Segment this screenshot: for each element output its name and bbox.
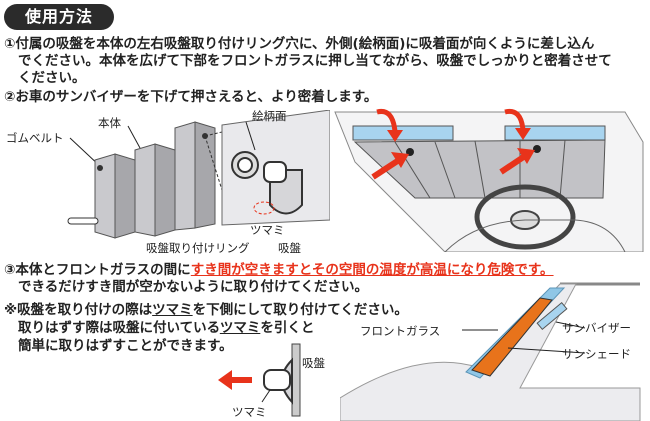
note-line1-c: を下側にして取り付けてください。 — [192, 302, 408, 318]
label-rubber-belt: ゴムベルト — [6, 131, 64, 145]
step1-line3: ください。 — [18, 70, 86, 86]
suction-cup-small-illustration — [218, 343, 301, 417]
car-interior-illustration — [334, 108, 644, 252]
step2-line1: ②お車のサンバイザーを下げて押さえると、より密着します。 — [4, 89, 378, 105]
label-suction-ring: 吸盤取り付けリング — [146, 241, 250, 255]
label-sun-visor: サンバイザー — [562, 321, 631, 335]
note-line2: 取りはずす際は吸盤に付いているツマミを引くと — [18, 320, 314, 337]
note-line3: 簡単に取りはずすことができます。 — [18, 338, 233, 354]
step3-line2: できるだけすき間が空かないように取り付けてください。 — [18, 279, 369, 295]
label-tab-small: ツマミ — [232, 405, 267, 419]
step1-line1: ①付属の吸盤を本体の左右吸盤取り付けリング穴に、外側(絵柄面)に吸着面が向くよう… — [4, 36, 595, 52]
step1-line2: でください。本体を広げて下部をフロントガラスに押し当てながら、吸盤でしっかりと密… — [18, 53, 612, 69]
label-sunshade: サンシェード — [562, 347, 631, 361]
title-badge: 使用方法 — [4, 4, 114, 30]
note-line2-tab: ツマミ — [219, 320, 261, 336]
windshield-cross-section — [340, 282, 641, 421]
note-line2-c: を引くと — [260, 320, 315, 336]
label-body: 本体 — [98, 116, 121, 130]
step3-prefix: ③本体とフロントガラスの間に — [4, 262, 191, 278]
step3-line1: ③本体とフロントガラスの間にすき間が空きますとその空間の温度が高温になり危険です… — [4, 262, 554, 279]
note-line2-a: 取りはずす際は吸盤に付いている — [18, 320, 220, 336]
label-suction-cup-small: 吸盤 — [302, 356, 325, 370]
label-pattern-side: 絵柄面 — [252, 109, 287, 123]
step3-warning: すき間が空きますとその空間の温度が高温になり危険です。 — [190, 262, 554, 278]
label-suction-cup: 吸盤 — [278, 241, 301, 255]
sunshade-illustration — [67, 110, 330, 239]
label-front-glass: フロントガラス — [360, 324, 441, 338]
note-line1-a: ※吸盤を取り付けの際は — [4, 302, 153, 318]
note-line1-tab: ツマミ — [152, 302, 193, 318]
note-line1: ※吸盤を取り付けの際はツマミを下側にして取り付けてください。 — [4, 302, 408, 319]
label-tab: ツマミ — [250, 223, 285, 237]
